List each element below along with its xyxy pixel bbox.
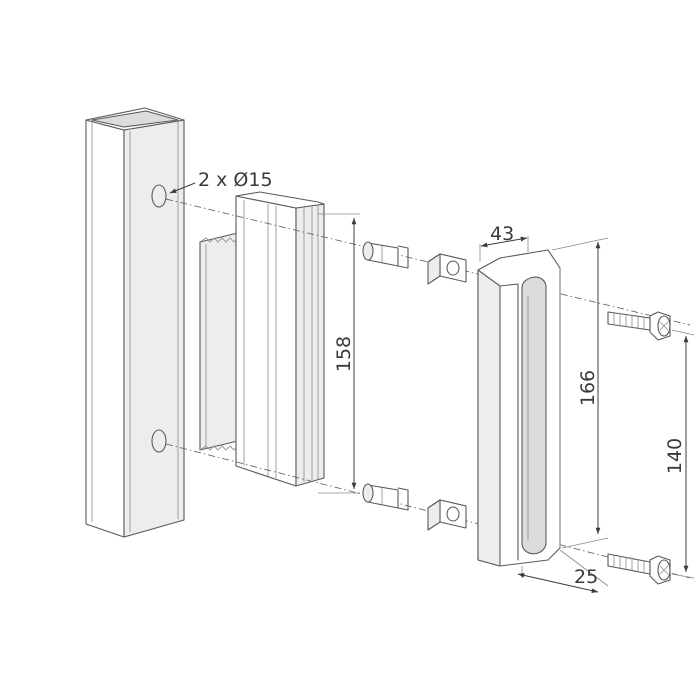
holes-label: 2 x Ø15	[198, 169, 273, 191]
dim-158-label: 158	[333, 336, 355, 372]
dim-140-label: 140	[664, 438, 686, 474]
handle-base-plate	[235, 191, 325, 487]
pull-handle	[477, 249, 561, 567]
dimension-43: 43	[479, 223, 529, 262]
dim-43-label: 43	[490, 223, 514, 245]
dimension-140: 140	[664, 329, 695, 579]
square-tube-post	[85, 107, 185, 538]
dim-25-label: 25	[574, 566, 598, 588]
dimension-166: 166	[551, 237, 609, 549]
dimension-25: 25	[517, 549, 609, 594]
countersunk-screw-bottom	[607, 553, 671, 585]
countersunk-screw-top	[607, 311, 671, 341]
hole-diameter-callout: 2 x Ø15	[169, 169, 273, 194]
plastic-bushing-bottom	[362, 483, 409, 511]
mounting-hole-top	[151, 184, 167, 208]
mounting-hole-bottom	[151, 429, 167, 453]
square-nut-top	[427, 253, 467, 285]
square-nut-bottom	[427, 499, 467, 531]
assembly-axis-lines	[165, 198, 691, 579]
dimension-158: 158	[318, 213, 360, 494]
dim-166-label: 166	[577, 370, 599, 406]
plastic-bushing-top	[362, 241, 409, 269]
